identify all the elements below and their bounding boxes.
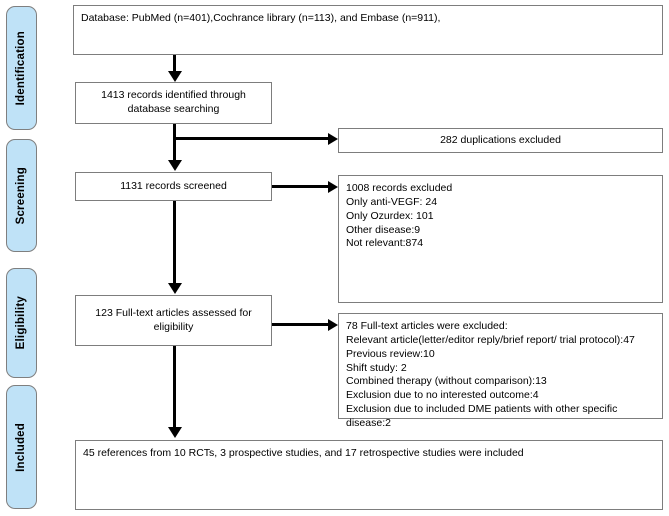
arrowhead-screened-to-fulltext — [167, 283, 182, 294]
stage-pill-included: Included — [6, 385, 37, 509]
box-records-excluded-text: 1008 records excluded Only anti-VEGF: 24… — [346, 182, 453, 250]
arrowhead-to-records-excluded — [328, 180, 338, 193]
box-duplications-excluded: 282 duplications excluded — [338, 128, 663, 153]
connector-to-records-excluded — [272, 185, 330, 188]
box-fulltext-assessed-text: 123 Full-text articles assessed for elig… — [95, 306, 252, 333]
box-included-studies: 45 references from 10 RCTs, 3 prospectiv… — [75, 440, 663, 510]
connector-screened-to-fulltext — [173, 201, 176, 289]
connector-identified-to-screened — [173, 124, 176, 166]
box-fulltext-assessed: 123 Full-text articles assessed for elig… — [75, 295, 272, 346]
box-duplications-excluded-text: 282 duplications excluded — [440, 133, 561, 146]
box-records-screened-text: 1131 records screened — [120, 179, 227, 192]
box-fulltext-excluded-text: 78 Full-text articles were excluded: Rel… — [346, 320, 635, 430]
stage-pill-identification: Identification — [6, 6, 37, 130]
connector-to-duplications — [173, 137, 330, 140]
stage-pill-eligibility: Eligibility — [6, 268, 37, 378]
stage-pill-screening: Screening — [6, 139, 37, 252]
connector-fulltext-to-included — [173, 346, 176, 432]
connector-to-fulltext-excluded — [272, 323, 330, 326]
arrowhead-identified-to-screened — [167, 160, 182, 171]
stage-label-identification: Identification — [14, 30, 27, 106]
box-records-screened: 1131 records screened — [75, 172, 272, 201]
stage-label-eligibility: Eligibility — [14, 296, 27, 350]
arrowhead-fulltext-to-included — [167, 427, 182, 438]
box-database-sources-text: Database: PubMed (n=401),Cochrance libra… — [81, 12, 441, 24]
arrowhead-to-fulltext-excluded — [328, 318, 338, 331]
box-database-sources: Database: PubMed (n=401),Cochrance libra… — [73, 5, 663, 55]
stage-label-screening: Screening — [14, 166, 27, 225]
box-fulltext-excluded: 78 Full-text articles were excluded: Rel… — [338, 313, 663, 429]
arrowhead-database-to-identified — [167, 71, 182, 82]
box-records-identified: 1413 records identified through database… — [75, 82, 272, 124]
box-records-excluded: 1008 records excluded Only anti-VEGF: 24… — [338, 175, 663, 303]
box-records-identified-text: 1413 records identified through database… — [101, 89, 246, 115]
stage-label-included: Included — [14, 422, 27, 472]
connector-database-to-identified — [173, 55, 176, 77]
box-included-studies-text: 45 references from 10 RCTs, 3 prospectiv… — [83, 447, 524, 459]
arrowhead-to-duplications — [328, 132, 338, 145]
